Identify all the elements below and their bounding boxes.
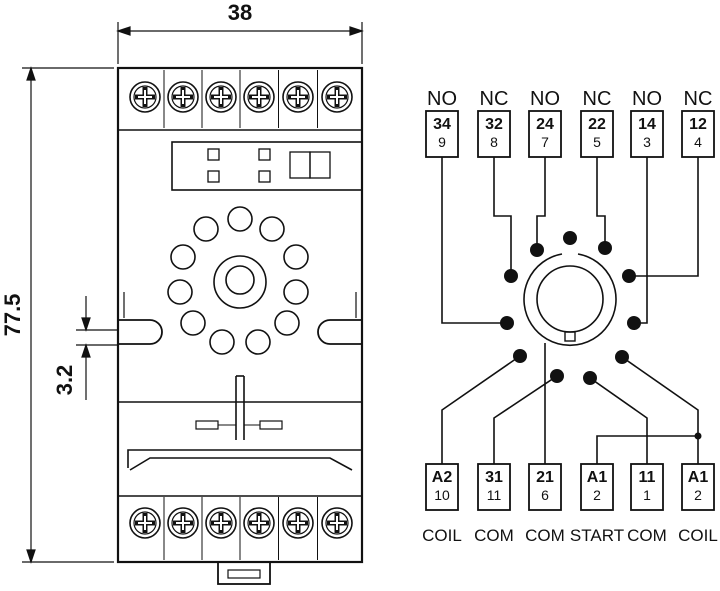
terminal-block: NO 143 — [630, 88, 664, 158]
terminal-code: 14 — [638, 116, 656, 133]
terminal-function-label: COM — [474, 526, 514, 545]
dimension-lines — [22, 22, 364, 564]
terminal-code: A2 — [432, 469, 453, 486]
pin-number: 4 — [694, 134, 702, 150]
pin-number: 9 — [438, 134, 446, 150]
screw-terminal — [243, 507, 275, 539]
terminal-code: 11 — [639, 469, 656, 486]
screw-terminal — [282, 507, 314, 539]
terminal-block: NO 349 — [425, 88, 459, 158]
pin-number: 11 — [487, 487, 502, 503]
socket-outline — [116, 66, 364, 585]
terminal-code: 31 — [485, 469, 503, 486]
terminal-code: 21 — [536, 469, 554, 486]
pin-number: 5 — [593, 134, 601, 150]
terminal-block: NC 124 — [681, 88, 715, 158]
pin-number: 8 — [490, 134, 498, 150]
screw-terminal — [167, 81, 199, 113]
bottom-terminal-group: A210COIL3111COM216COMA12START111COMA12CO… — [422, 463, 718, 545]
contact-type-label: NO — [632, 88, 662, 110]
terminal-block: NC 328 — [477, 88, 511, 158]
pin-number: 6 — [541, 487, 549, 503]
terminal-code: 34 — [433, 116, 451, 133]
terminal-block: NC 225 — [580, 88, 614, 158]
dimension-gap-label: 3.2 — [52, 365, 77, 396]
dimension-height-label: 77.5 — [0, 294, 25, 337]
socket-ring — [523, 253, 617, 347]
terminal-function-label: COM — [627, 526, 667, 545]
terminal-code: 12 — [689, 116, 707, 133]
pin-number: 1 — [643, 487, 651, 503]
terminal-code: 22 — [588, 116, 606, 133]
pin-number: 7 — [541, 134, 549, 150]
terminal-function-label: START — [570, 526, 624, 545]
terminal-code: 24 — [536, 116, 554, 133]
screw-terminal — [282, 81, 314, 113]
screw-terminals — [129, 70, 353, 560]
dimension-width-label: 38 — [228, 0, 252, 25]
screw-terminal — [205, 507, 237, 539]
pin-number: 3 — [643, 134, 651, 150]
terminal-code: 32 — [485, 116, 503, 133]
schematic-wires — [441, 157, 699, 464]
contact-type-label: NC — [480, 88, 509, 110]
socket-pin-holes — [167, 206, 309, 355]
top-terminal-group: NO 349 NC 328 NO 247 NC 225 NO 143 NC 124 — [425, 88, 715, 158]
terminal-code: A1 — [587, 469, 608, 486]
socket-contacts — [500, 231, 702, 440]
screw-terminal — [205, 81, 237, 113]
screw-terminal — [129, 81, 161, 113]
pin-number: 10 — [434, 487, 450, 503]
contact-type-label: NC — [583, 88, 612, 110]
terminal-block: NO 247 — [528, 88, 562, 158]
terminal-code: A1 — [688, 469, 709, 486]
screw-terminal — [167, 507, 199, 539]
pin-number: 2 — [593, 487, 601, 503]
screw-terminal — [129, 507, 161, 539]
screw-terminal — [321, 81, 353, 113]
contact-type-label: NO — [530, 88, 560, 110]
terminal-function-label: COM — [525, 526, 565, 545]
screw-terminal — [243, 81, 275, 113]
terminal-function-label: COIL — [422, 526, 462, 545]
pin-number: 2 — [694, 487, 702, 503]
contact-type-label: NC — [684, 88, 713, 110]
screw-terminal — [321, 507, 353, 539]
contact-type-label: NO — [427, 88, 457, 110]
terminal-function-label: COIL — [678, 526, 718, 545]
